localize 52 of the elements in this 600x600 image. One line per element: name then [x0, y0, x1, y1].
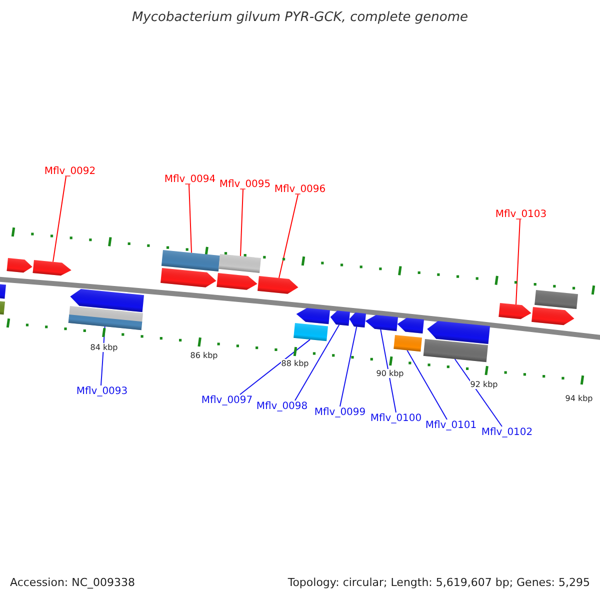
- gene-feature: [534, 290, 578, 310]
- gene-feature: [427, 320, 490, 344]
- leader-line: [188, 184, 192, 254]
- gene-label: Mflv_0095: [219, 178, 271, 190]
- gene-label: Mflv_0097: [201, 394, 253, 406]
- gene-feature: [160, 268, 216, 288]
- accession-text: Accession: NC_009338: [10, 576, 136, 588]
- gene-label: Mflv_0092: [44, 166, 96, 176]
- gene-label: Mflv_0103: [495, 208, 547, 220]
- leader-line: [240, 189, 244, 256]
- leader-line: [380, 329, 396, 413]
- gene-feature: [70, 288, 144, 312]
- gene-feature: [6, 258, 32, 273]
- gene-feature: [498, 303, 532, 320]
- scale-label: 94 kbp: [565, 394, 593, 402]
- leader-line: [340, 326, 358, 407]
- gene-feature: [349, 312, 366, 328]
- leader-line: [240, 339, 311, 395]
- gene-label: Mflv_0098: [256, 400, 308, 412]
- scale-label: 90 kbp: [376, 368, 404, 378]
- leader-line: [52, 176, 66, 262]
- gene-feature: [216, 273, 258, 290]
- gene-label: Mflv_0096: [274, 184, 326, 194]
- gene-label: Mflv_0100: [370, 412, 422, 424]
- scale-label: 92 kbp: [470, 380, 498, 388]
- gene-label: Mflv_0094: [164, 174, 216, 184]
- gene-feature: [296, 308, 330, 324]
- leader-line: [516, 219, 520, 306]
- leader-line: [294, 324, 340, 401]
- gene-feature: [397, 318, 424, 334]
- genome-info-text: Topology: circular; Length: 5,619,607 bp; Genes: 5,295: [288, 576, 590, 588]
- gene-feature: [161, 250, 220, 272]
- gene-label: Mflv_0101: [425, 420, 477, 430]
- gene-feature: [32, 260, 72, 276]
- gene-feature: [0, 301, 5, 315]
- scale-label: 84 kbp: [90, 342, 118, 352]
- title: Mycobacterium gilvum PYR-GCK, complete genome: [132, 10, 468, 25]
- gene-label: Mflv_0099: [314, 406, 366, 418]
- leader-line: [278, 194, 298, 278]
- gene-feature: [0, 284, 6, 299]
- gene-feature: [330, 310, 350, 326]
- gene-feature: [258, 276, 298, 294]
- gene-feature: [394, 335, 422, 352]
- leader-line: [100, 326, 106, 386]
- gene-feature: [294, 323, 328, 342]
- gene-label: Mflv_0102: [481, 426, 533, 438]
- leader-line: [454, 358, 502, 427]
- gene-feature: [218, 254, 261, 273]
- gene-label: Mflv_0093: [76, 386, 128, 396]
- scale-label: 86 kbp: [190, 350, 218, 360]
- scale-label: 88 kbp: [281, 358, 309, 368]
- gene-feature: [532, 307, 574, 326]
